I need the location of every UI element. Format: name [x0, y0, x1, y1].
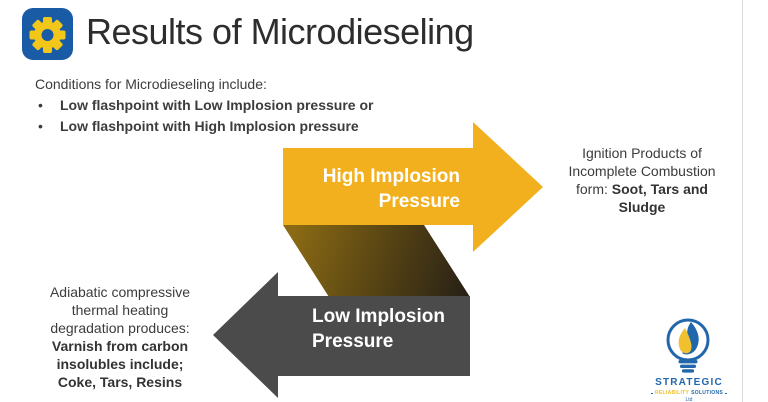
- conditions-intro: Conditions for Microdieseling include:: [35, 76, 267, 92]
- fold-ribbon: [283, 225, 470, 297]
- tagline-rule-left: [651, 392, 653, 394]
- brand-suffix: Ltd: [685, 397, 693, 402]
- low-implosion-arrow-left: [213, 272, 470, 398]
- ignition-products-note: Ignition Products of Incomplete Combusti…: [549, 144, 735, 216]
- high-arrow-label-line2: Pressure: [378, 191, 460, 212]
- right-note-line4: Sludge: [549, 198, 735, 216]
- left-note-line5-bold: insolubles include;: [56, 356, 184, 372]
- right-note-line4-bold: Sludge: [618, 199, 666, 215]
- page-title: Results of Microdieseling: [86, 11, 474, 52]
- conditions-block: Conditions for Microdieseling include: •…: [35, 74, 373, 137]
- high-implosion-arrow-label: High Implosion Pressure: [283, 164, 460, 214]
- left-note-line5: insolubles include;: [26, 355, 214, 373]
- brand-tagline-word1: RELIABILITY: [654, 390, 690, 396]
- left-note-line3: degradation produces:: [50, 320, 190, 336]
- left-note-line2: thermal heating: [71, 302, 169, 318]
- slide-right-border: [742, 0, 743, 402]
- left-note-line4: Varnish from carbon: [26, 337, 214, 355]
- brand-tagline-word2: SOLUTIONS: [691, 390, 723, 396]
- strategic-brand-logo: STRATEGIC RELIABILITY SOLUTIONS Ltd: [651, 300, 727, 402]
- brand-tagline: RELIABILITY SOLUTIONS: [651, 390, 727, 396]
- right-note-line3-bold: Soot, Tars and: [611, 181, 708, 197]
- low-arrow-label-line2: Pressure: [312, 331, 394, 352]
- company-logo-badge: [22, 8, 73, 60]
- right-note-line2: Incomplete Combustion: [568, 163, 716, 179]
- gear-icon: [29, 17, 66, 53]
- bullet-icon: •: [38, 118, 43, 134]
- high-implosion-arrow-right: [283, 122, 543, 252]
- high-arrow-label-line1: High Implosion: [322, 166, 460, 187]
- low-arrow-label-line1: Low Implosion: [312, 306, 445, 327]
- adiabatic-degradation-note: Adiabatic compressive thermal heating de…: [26, 283, 214, 391]
- condition-bullet-2-text: Low flashpoint with High Implosion press…: [60, 118, 359, 134]
- condition-bullet-2: • Low flashpoint with High Implosion pre…: [35, 116, 373, 137]
- bullet-icon: •: [38, 97, 43, 113]
- right-note-line3-regular: form:: [576, 181, 612, 197]
- tagline-rule-right: [725, 392, 727, 394]
- right-note-line3: form: Soot, Tars and: [549, 180, 735, 198]
- condition-bullet-1: • Low flashpoint with Low Implosion pres…: [35, 95, 373, 116]
- left-note-line6-bold: Coke, Tars, Resins: [57, 374, 183, 390]
- brand-name: STRATEGIC: [655, 377, 723, 388]
- right-note-line1: Ignition Products of: [582, 145, 702, 161]
- lightbulb-flame-icon: [666, 318, 710, 373]
- condition-bullet-1-text: Low flashpoint with Low Implosion pressu…: [60, 97, 374, 113]
- left-note-line6: Coke, Tars, Resins: [26, 373, 214, 391]
- left-note-line4-bold: Varnish from carbon: [51, 338, 189, 354]
- left-note-line1: Adiabatic compressive: [49, 284, 191, 300]
- low-implosion-arrow-label: Low Implosion Pressure: [312, 304, 482, 354]
